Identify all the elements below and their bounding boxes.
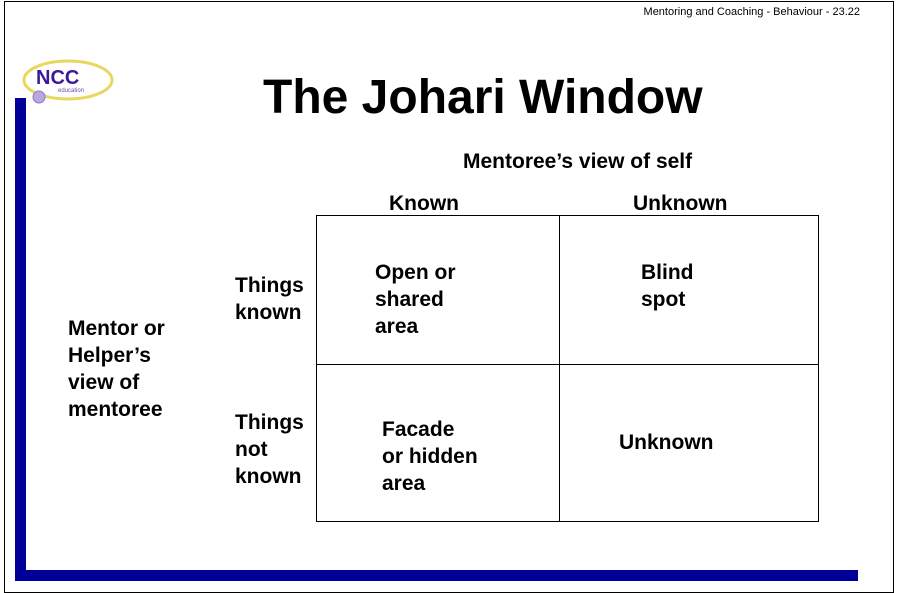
bottom-accent-bar xyxy=(15,570,858,581)
johari-grid xyxy=(316,215,819,522)
svg-text:NCC: NCC xyxy=(36,67,79,89)
row-not-known-label: Things not known xyxy=(235,411,304,488)
column-unknown-label: Unknown xyxy=(633,192,728,215)
cell-blind-spot: Blind spot xyxy=(641,261,694,311)
ncc-logo: NCC education xyxy=(22,59,114,104)
slide-header: Mentoring and Coaching - Behaviour - 23.… xyxy=(643,6,860,18)
column-known-label: Known xyxy=(389,192,459,215)
cell-unknown-area: Unknown xyxy=(619,431,714,454)
slide-title: The Johari Window xyxy=(263,71,703,124)
grid-divider-vertical xyxy=(559,216,560,521)
row-axis-label: Mentor or Helper’s view of mentoree xyxy=(68,317,165,421)
row-known-label: Things known xyxy=(235,274,304,324)
left-accent-bar xyxy=(15,98,26,581)
cell-open-area: Open or shared area xyxy=(375,261,456,338)
cell-facade-area: Facade or hidden area xyxy=(382,418,478,495)
column-axis-label: Mentoree’s view of self xyxy=(463,150,693,173)
grid-divider-horizontal xyxy=(317,364,818,365)
svg-text:education: education xyxy=(58,88,84,94)
